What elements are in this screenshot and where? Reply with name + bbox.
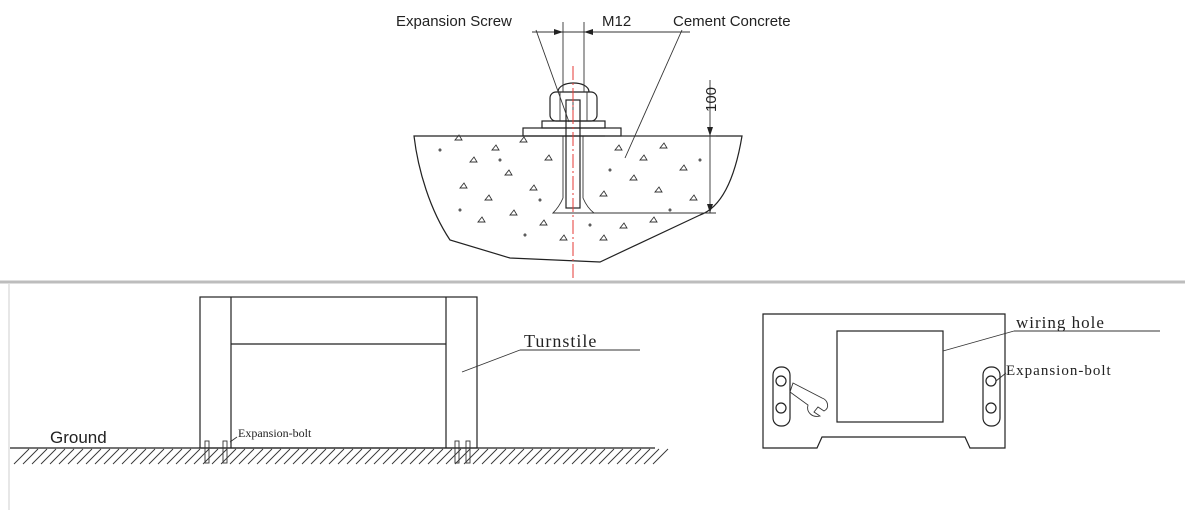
wrench-icon <box>789 382 829 417</box>
label-turnstile: Turnstile <box>524 331 597 351</box>
label-depth-100: 100 <box>703 87 720 112</box>
wiring-hole <box>836 330 944 423</box>
depth-arrow-top <box>707 127 713 136</box>
turnstile-side-view: Ground Expansion-bolt Turnstile <box>10 296 669 465</box>
base-outline <box>762 313 1006 449</box>
label-plan-expansion-bolt: Expansion-bolt <box>1006 363 1112 379</box>
plan-bolt-leader <box>995 372 1007 382</box>
turnstile-frame <box>199 296 478 449</box>
screw-leader <box>535 29 570 123</box>
side-bolts <box>204 440 471 464</box>
anchor-detail: Expansion Screw M12 Cement Concrete 100 <box>396 13 791 282</box>
base-plate-plan: wiring hole Expansion-bolt <box>762 313 1160 449</box>
aggregate-marks <box>438 134 702 241</box>
wiring-leader <box>942 330 1015 352</box>
drilled-hole <box>551 136 596 214</box>
m12-arrow-left <box>554 29 563 35</box>
label-wiring-hole: wiring hole <box>1016 313 1105 332</box>
label-cement-concrete: Cement Concrete <box>673 13 791 30</box>
right-bolt-top <box>985 375 997 387</box>
turnstile-leader <box>461 349 521 373</box>
right-bolt-bottom <box>985 402 997 414</box>
label-m12: M12 <box>602 13 631 30</box>
left-bolt-top <box>775 375 787 387</box>
label-side-expansion-bolt: Expansion-bolt <box>238 426 312 440</box>
base-plate <box>522 127 622 137</box>
concrete-block <box>413 135 743 263</box>
left-bolt-bottom <box>775 402 787 414</box>
concrete-leader <box>624 29 683 159</box>
label-expansion-screw: Expansion Screw <box>396 13 512 30</box>
left-bolt-slot <box>772 366 791 427</box>
m12-arrow-right <box>584 29 593 35</box>
ground-hatching <box>13 448 669 465</box>
side-bolt-leader <box>229 436 238 443</box>
depth-arrow-bottom <box>707 204 713 213</box>
label-ground: Ground <box>50 428 107 447</box>
right-bolt-slot <box>982 366 1001 427</box>
